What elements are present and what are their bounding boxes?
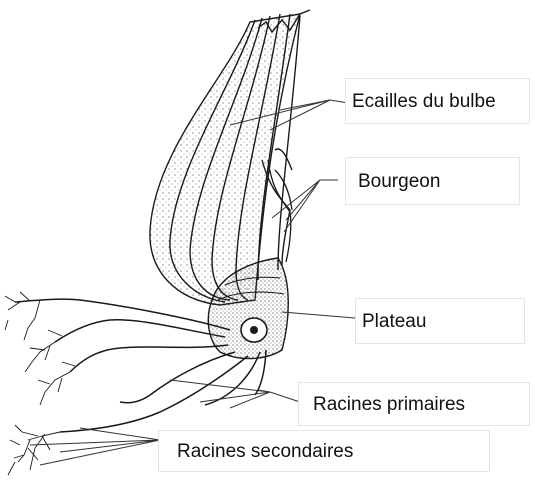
bud — [268, 160, 292, 262]
label-bud: Bourgeon — [345, 157, 520, 205]
label-basal-plate: Plateau — [355, 298, 525, 344]
label-basal-plate-text: Plateau — [362, 312, 426, 331]
label-bud-text: Bourgeon — [358, 172, 440, 191]
label-scales-text: Ecailles du bulbe — [352, 92, 496, 111]
label-primary-roots-text: Racines primaires — [313, 395, 465, 414]
secondary-roots — [5, 292, 75, 475]
label-scales: Ecailles du bulbe — [345, 78, 530, 124]
label-secondary-roots: Racines secondaires — [158, 430, 490, 472]
label-primary-roots: Racines primaires — [298, 382, 530, 426]
label-secondary-roots-text: Racines secondaires — [177, 442, 353, 461]
